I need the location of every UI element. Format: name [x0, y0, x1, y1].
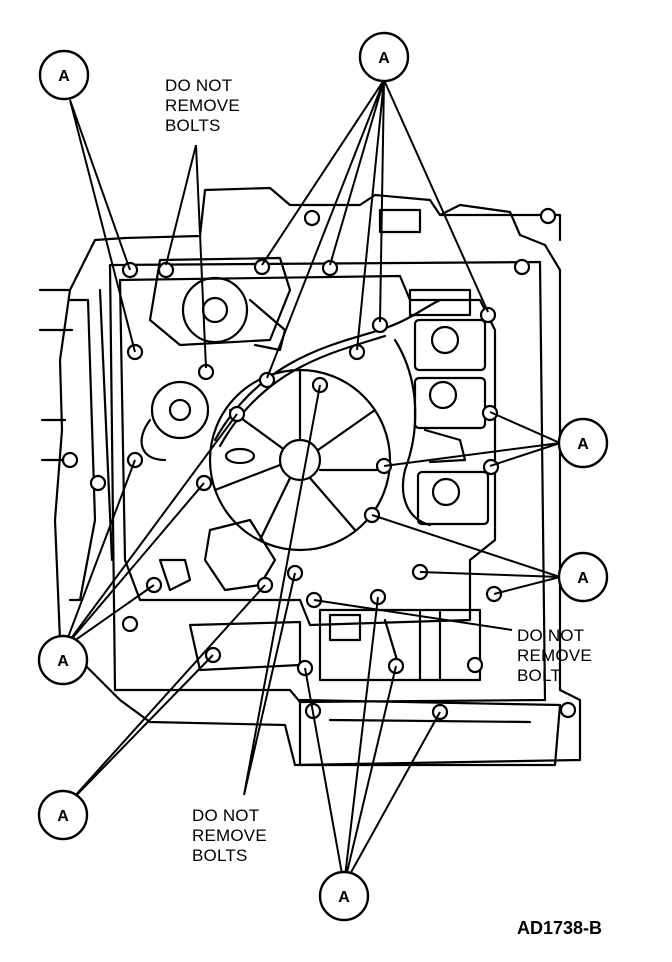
callout-a-bottom: A: [318, 870, 370, 922]
callout-a-right-upper: A: [557, 417, 609, 469]
callout-a-left-middle: A: [37, 634, 89, 686]
svg-text:A: A: [338, 889, 350, 906]
leader-lines: [63, 79, 561, 886]
svg-text:A: A: [58, 68, 70, 85]
svg-text:A: A: [577, 570, 589, 587]
callout-a-left-lower: A: [37, 789, 89, 841]
note-top-do-not-remove-bolts: DO NOT REMOVE BOLTS: [165, 76, 240, 135]
note-right-do-not-remove-bolt: DO NOT REMOVE BOLT: [517, 626, 592, 685]
svg-text:A: A: [57, 653, 69, 670]
figure-id: AD1738-B: [517, 918, 603, 938]
svg-text:A: A: [378, 50, 390, 67]
callout-a-right-lower: A: [557, 551, 609, 603]
svg-text:A: A: [57, 808, 69, 825]
svg-text:A: A: [577, 436, 589, 453]
bolt-heads: [61, 207, 577, 721]
valve-body-drawing: [38, 186, 582, 767]
callout-a-top-left: A: [38, 49, 90, 101]
callout-a-top-center: A: [358, 31, 410, 83]
note-bottom-do-not-remove-bolts: DO NOT REMOVE BOLTS: [192, 806, 267, 865]
